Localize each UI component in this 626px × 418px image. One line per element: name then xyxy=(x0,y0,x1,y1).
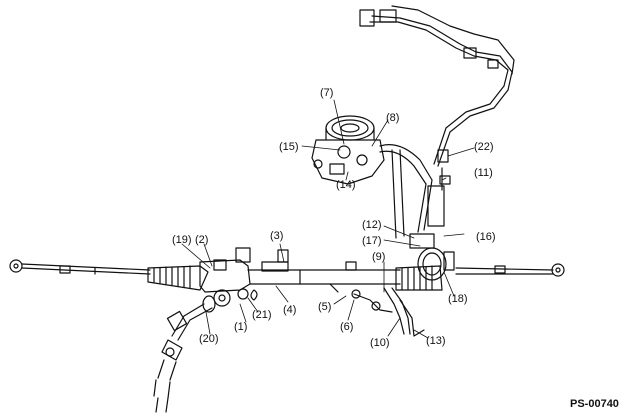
callout-17: (17) xyxy=(362,235,382,247)
rack-tube xyxy=(248,250,400,292)
callout-5: (5) xyxy=(318,301,332,313)
callout-4: (4) xyxy=(283,304,297,316)
callout-14: (14) xyxy=(336,179,356,191)
callout-18: (18) xyxy=(448,293,468,305)
callout-2: (2) xyxy=(195,234,209,246)
left-tie-rod xyxy=(10,260,150,274)
callout-16: (16) xyxy=(476,231,496,243)
callout-10: (10) xyxy=(370,337,390,349)
callout-12: (12) xyxy=(362,219,382,231)
callout-11: (11) xyxy=(474,167,493,179)
callout-21: (21) xyxy=(252,309,272,321)
steering-rack-assembly xyxy=(10,234,564,312)
leader-lines xyxy=(182,100,474,338)
callout-8: (8) xyxy=(386,112,400,124)
steering-shaft-universal-joint xyxy=(154,304,212,412)
gearbox-housing xyxy=(200,248,257,312)
callout-1: (1) xyxy=(234,321,248,333)
callout-22: (22) xyxy=(474,141,494,153)
callout-9: (9) xyxy=(372,251,386,263)
callout-6: (6) xyxy=(340,321,354,333)
callout-7: (7) xyxy=(320,87,334,99)
callout-13: (13) xyxy=(426,335,446,347)
oil-pump xyxy=(312,116,384,184)
right-boot xyxy=(396,266,442,290)
callout-19: (19) xyxy=(172,234,192,246)
callout-15: (15) xyxy=(279,141,299,153)
callout-20: (20) xyxy=(199,333,219,345)
right-tie-rod xyxy=(456,264,564,276)
hoses xyxy=(352,6,514,336)
left-boot xyxy=(148,266,208,290)
control-valve-housing xyxy=(410,234,454,280)
figure-id: PS-00740 xyxy=(570,398,619,410)
callout-3: (3) xyxy=(270,230,284,242)
